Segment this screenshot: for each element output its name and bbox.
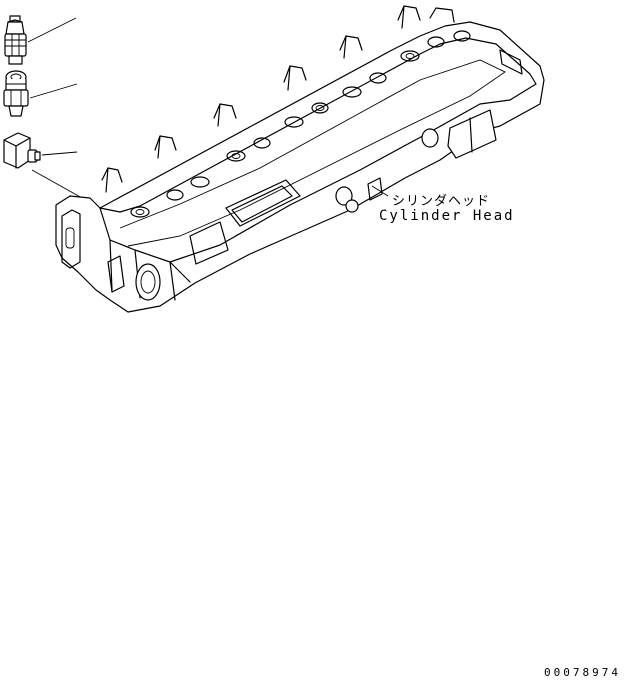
fitting-elbow: [3, 132, 41, 169]
fitting-straight: [4, 15, 27, 65]
cam-tower-row: [101, 5, 455, 193]
valve-port-row: [130, 30, 471, 218]
part-label-jp: シリンダヘッド: [392, 194, 491, 209]
leader-line-1: [27, 17, 77, 43]
leader-line-3: [41, 151, 78, 156]
drawing-number: 00078974: [544, 666, 621, 679]
leader-line-head: [371, 185, 389, 197]
part-label-en: Cylinder Head: [379, 208, 515, 224]
cylinder-head-illustration: [55, 5, 545, 313]
leader-line-2: [29, 83, 78, 99]
fitting-connector: [3, 70, 29, 117]
